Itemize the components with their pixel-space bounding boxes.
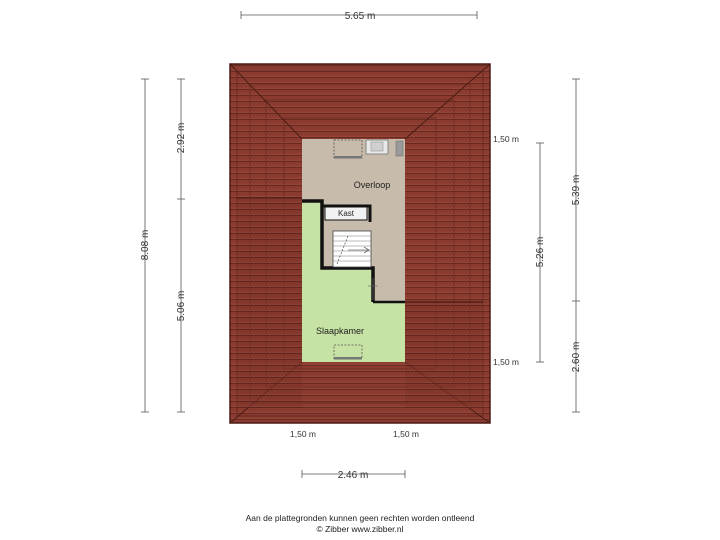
room-label-overloop: Overloop <box>354 180 391 190</box>
dim-right-top-offset: 1,50 m <box>493 134 519 144</box>
dim-left-lower: 5.06 m <box>176 291 187 322</box>
dim-bottom-left-offset: 1,50 m <box>290 429 316 439</box>
kast-closet <box>324 206 368 221</box>
door-mark <box>368 278 378 300</box>
roof <box>229 63 491 424</box>
dim-top-width: 5.65 m <box>345 11 376 22</box>
dim-left-total: 8.08 m <box>140 230 151 261</box>
dim-right-lower: 2.60 m <box>571 342 582 373</box>
room-label-slaapkamer: Slaapkamer <box>316 326 364 336</box>
dim-bottom-width: 2.46 m <box>338 470 369 481</box>
staircase <box>332 230 372 268</box>
dim-right-bottom-offset: 1,50 m <box>493 357 519 367</box>
dim-left-upper: 2.92 m <box>176 123 187 154</box>
footer-copyright: © Zibber www.zibber.nl <box>316 524 404 534</box>
dim-bottom-right-offset: 1,50 m <box>393 429 419 439</box>
dim-right-total: 5.39 m <box>571 175 582 206</box>
window-slaapkamer <box>333 344 363 360</box>
window-overloop <box>333 139 363 159</box>
room-label-kast: Kast <box>338 209 355 218</box>
slaapkamer-room <box>302 201 405 362</box>
dim-right-mid: 5.26 m <box>535 237 546 268</box>
footer-disclaimer: Aan de plattegronden kunnen geen rechten… <box>245 513 475 523</box>
fixture-overloop <box>365 139 404 157</box>
dimension-lines <box>141 11 580 478</box>
